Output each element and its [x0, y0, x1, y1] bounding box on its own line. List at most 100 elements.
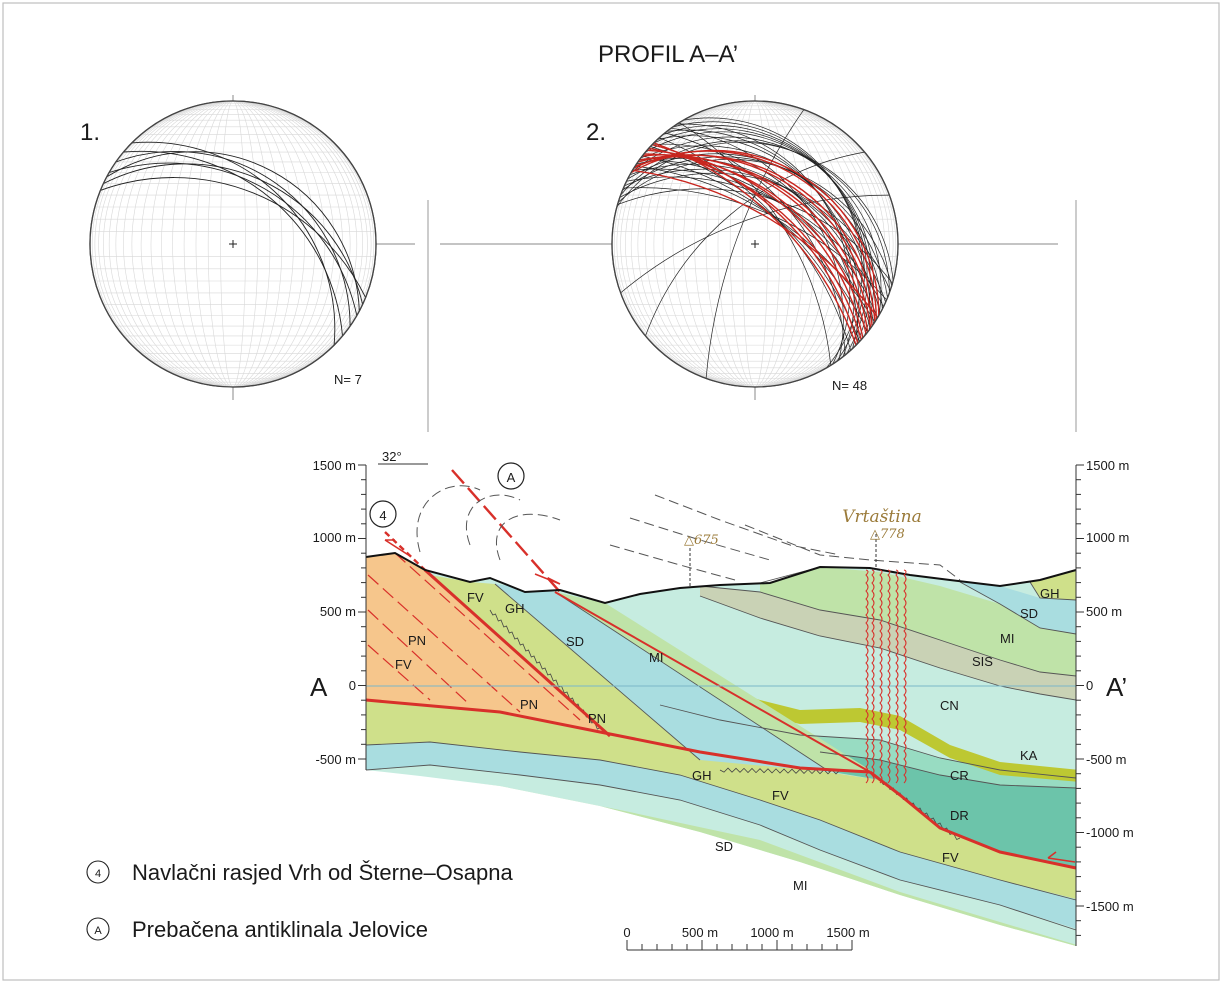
plane-trace: [627, 153, 883, 309]
unit-SD-upper-fill: [960, 582, 1076, 634]
plane-trace: [106, 151, 360, 312]
right-axis-minus1000: -1000 m: [1086, 825, 1134, 840]
scale-label-500: 500 m: [682, 925, 718, 940]
dip-angle-label: 32°: [382, 449, 402, 464]
plane-trace: [620, 140, 890, 293]
label-GH: GH: [505, 601, 525, 616]
basal-thrust-east: [869, 770, 1077, 870]
legend-item-thrust: 4 Navlačni rasjed Vrh od Šterne–Osapna: [86, 860, 514, 885]
fault-plane-trace: [632, 169, 879, 319]
label-FV: FV: [772, 788, 789, 803]
label-PN: PN: [520, 697, 538, 712]
stereonet-1-count: N= 7: [334, 372, 362, 387]
label-MI: MI: [793, 878, 807, 893]
stereonet-2: 2. N= 48: [440, 95, 1058, 400]
figure-title: PROFIL A–A’: [598, 41, 738, 68]
label-PN: PN: [408, 633, 426, 648]
left-axis-500: 500 m: [320, 604, 356, 619]
hydrothermal-zone: [865, 569, 907, 784]
plane-trace: [705, 109, 805, 379]
thrust-4: [423, 568, 612, 738]
plane-trace: [100, 177, 367, 298]
plane-trace: [683, 117, 863, 369]
left-axis-1500: 1500 m: [313, 458, 356, 473]
fault-plane-trace: [653, 142, 857, 346]
label-MI: MI: [649, 650, 663, 665]
unit-DR-fill: [820, 752, 1076, 870]
plane-trace: [617, 188, 893, 284]
formation-boundaries: [365, 566, 1077, 931]
scale-label-1500: 1500 m: [826, 925, 869, 940]
label-SD: SD: [566, 634, 584, 649]
plane-trace: [666, 129, 855, 357]
plane-trace: [123, 150, 343, 336]
fault-plane-trace: [648, 147, 862, 340]
label-MI: MI: [1000, 631, 1014, 646]
right-axis-500: 500 m: [1086, 604, 1122, 619]
peak-elevation-778: △778: [870, 527, 905, 542]
right-axis-1000: 1000 m: [1086, 530, 1129, 545]
left-axis-1000: 1000 m: [313, 530, 356, 545]
stereonet-1-planes: [100, 141, 367, 346]
unit-GH-dip-fill: [430, 575, 700, 760]
unit-CR-fill: [660, 705, 1076, 788]
unit-labels: FV GH PN FV SD MI PN PN GH FV SD MI GH S…: [395, 586, 1060, 893]
marker-fold-A: A: [497, 462, 525, 490]
peak-name: Vrtaština: [842, 507, 921, 527]
unit-GH-lower-fill: [366, 700, 1076, 900]
legend-marker-4: 4: [95, 868, 101, 880]
basal-thrust: [365, 698, 871, 774]
label-FV: FV: [395, 657, 412, 672]
stereonet-2-count: N= 48: [832, 378, 867, 393]
label-DR: DR: [950, 808, 969, 823]
stereonet-2-planes: [616, 109, 894, 379]
stereonet-1-number: 1.: [80, 119, 100, 146]
svg-text:A: A: [507, 470, 516, 485]
label-GH: GH: [692, 768, 712, 783]
topography-line: [365, 551, 1077, 605]
right-axis-minus500: -500 m: [1086, 752, 1126, 767]
plane-trace: [115, 151, 351, 327]
legend-text-thrust: Navlačni rasjed Vrh od Šterne–Osapna: [132, 860, 514, 885]
label-CN: CN: [940, 698, 959, 713]
svg-text:4: 4: [379, 508, 386, 523]
label-FV: FV: [942, 850, 959, 865]
label-CR: CR: [950, 768, 969, 783]
unit-deep-SD-fill: [366, 742, 1076, 930]
label-SD: SD: [1020, 606, 1038, 621]
scale-label-0: 0: [623, 925, 630, 940]
left-depth-axis: 1500 m 1000 m 500 m 0 -500 m: [313, 458, 367, 770]
left-axis-minus500: -500 m: [316, 752, 356, 767]
right-axis-minus1500: -1500 m: [1086, 899, 1134, 914]
marker-fault-4: 4: [369, 500, 397, 528]
legend-item-anticline: A Prebačena antiklinala Jelovice: [86, 917, 428, 942]
stereonet-2-number: 2.: [586, 119, 606, 146]
label-PN: PN: [588, 711, 606, 726]
fault-lines: [365, 568, 1077, 870]
right-depth-axis: 1500 m 1000 m 500 m 0 -500 m -1000 m -15…: [1075, 458, 1134, 946]
plane-trace: [616, 141, 894, 282]
label-SD: SD: [715, 839, 733, 854]
left-axis-0: 0: [349, 678, 356, 693]
projected-faults: [384, 469, 561, 593]
profile-end-label: A’: [1106, 672, 1127, 702]
fault-arrows: [384, 539, 1076, 863]
peak-elevation-675: △675: [684, 533, 719, 548]
label-KA: KA: [1020, 748, 1038, 763]
profile-start-label: A: [310, 672, 328, 702]
right-axis-0: 0: [1086, 678, 1093, 693]
internal-thrust-lines: [367, 552, 581, 721]
label-FV: FV: [467, 590, 484, 605]
plane-trace: [642, 155, 869, 333]
plane-trace: [620, 194, 890, 294]
eroded-fold-traces: [416, 485, 961, 581]
scale-bar: 0 500 m 1000 m 1500 m: [623, 925, 870, 951]
legend: 4 Navlačni rasjed Vrh od Šterne–Osapna A…: [86, 860, 514, 942]
fault-plane-trace: [651, 144, 859, 344]
scale-label-1000: 1000 m: [750, 925, 793, 940]
plane-trace: [645, 151, 865, 337]
label-GH: GH: [1040, 586, 1060, 601]
label-SIS: SIS: [972, 654, 993, 669]
